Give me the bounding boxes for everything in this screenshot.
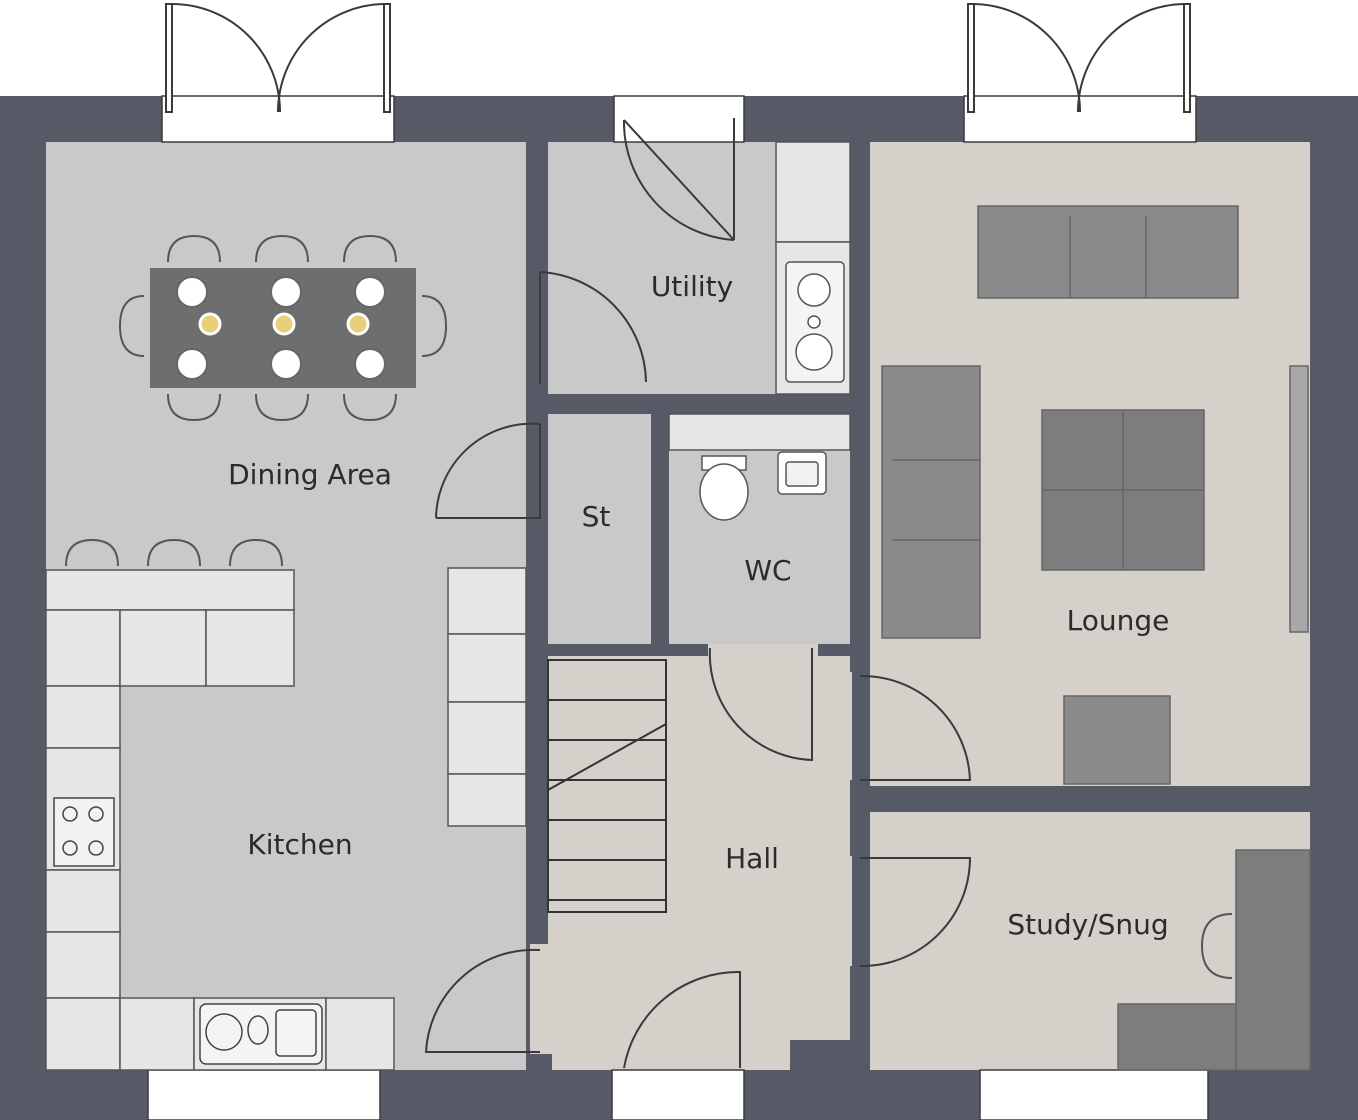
wc-fixtures xyxy=(668,413,851,521)
label-dining-area: Dining Area xyxy=(228,458,392,491)
label-kitchen: Kitchen xyxy=(247,828,352,861)
room-labels: Dining Area Utility St WC Lounge Kitchen… xyxy=(228,270,1169,941)
hall-notch xyxy=(790,1040,852,1070)
staircase xyxy=(547,659,667,913)
label-study: Study/Snug xyxy=(1007,908,1168,941)
kitchen-sink xyxy=(199,1003,323,1065)
study-furniture xyxy=(1117,849,1311,1071)
french-doors-lounge[interactable] xyxy=(967,3,1191,113)
dining-chairs xyxy=(65,234,448,567)
interior-walls xyxy=(526,142,1310,1070)
utility-units xyxy=(775,141,851,395)
dining-table xyxy=(150,268,416,388)
label-utility: Utility xyxy=(651,270,733,303)
hob xyxy=(53,797,115,867)
label-store: St xyxy=(582,500,611,533)
label-lounge: Lounge xyxy=(1067,604,1170,637)
store-floor xyxy=(548,414,651,644)
openings xyxy=(147,95,1209,1120)
label-hall: Hall xyxy=(725,842,779,875)
lounge-furniture xyxy=(881,205,1309,785)
french-doors-dining[interactable] xyxy=(165,3,391,113)
label-wc: WC xyxy=(744,554,791,587)
door-swings[interactable] xyxy=(424,118,972,1069)
